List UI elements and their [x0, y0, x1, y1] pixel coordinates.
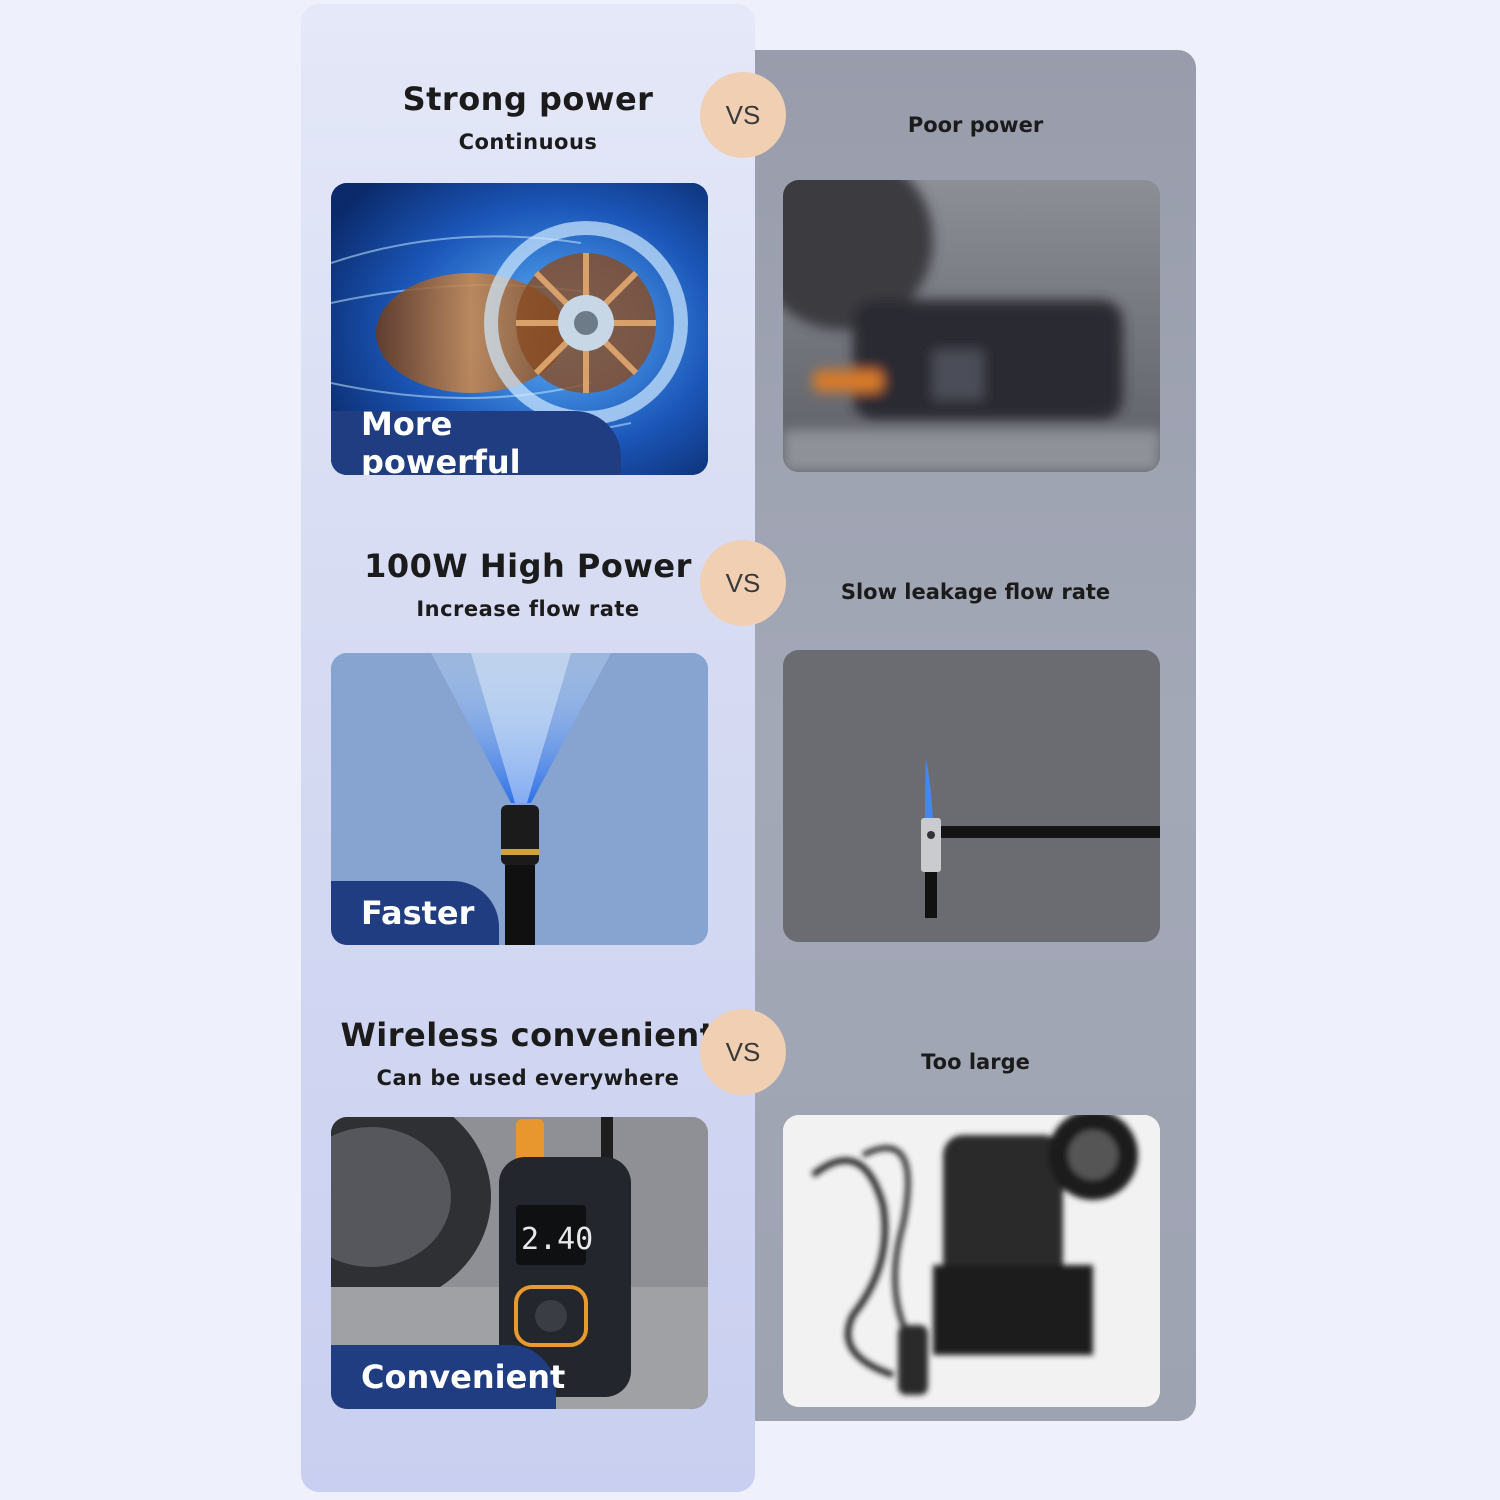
row3-right-title: Too large: [921, 1050, 1030, 1074]
row2-left-title: 100W High Power: [364, 547, 692, 585]
row1-right-title: Poor power: [907, 113, 1044, 137]
too-large-image: [783, 1115, 1160, 1407]
badge-more-powerful: More powerful: [331, 405, 621, 475]
valve-hose-illustration: [783, 650, 1160, 942]
slow-leakage-image: [783, 650, 1160, 942]
row3-vs-badge: VS: [700, 1009, 786, 1095]
row1-left-subtitle: Continuous: [458, 130, 598, 154]
row1-vs-badge: VS: [700, 72, 786, 158]
row1-left-title: Strong power: [402, 80, 654, 118]
badge-convenient: Convenient: [331, 1345, 565, 1409]
blurred-pump-illustration: [783, 180, 1160, 472]
nozzle-airflow-illustration: [331, 653, 708, 945]
badge-faster: Faster: [331, 881, 499, 945]
row3-left-title: Wireless convenient: [340, 1016, 716, 1054]
row2-left-subtitle: Increase flow rate: [416, 597, 640, 621]
airflow-image: Faster: [331, 653, 708, 945]
row3-left-subtitle: Can be used everywhere: [376, 1066, 680, 1090]
row2-vs-badge: VS: [700, 540, 786, 626]
bulky-compressor-illustration: [783, 1115, 1160, 1407]
pump-display-reading: 2.40: [521, 1222, 593, 1257]
wireless-pump-image: 2.40 Convenient: [331, 1117, 708, 1409]
poor-power-image: [783, 180, 1160, 472]
row2-right-title: Slow leakage flow rate: [840, 580, 1111, 604]
motor-image: More powerful: [331, 183, 708, 475]
